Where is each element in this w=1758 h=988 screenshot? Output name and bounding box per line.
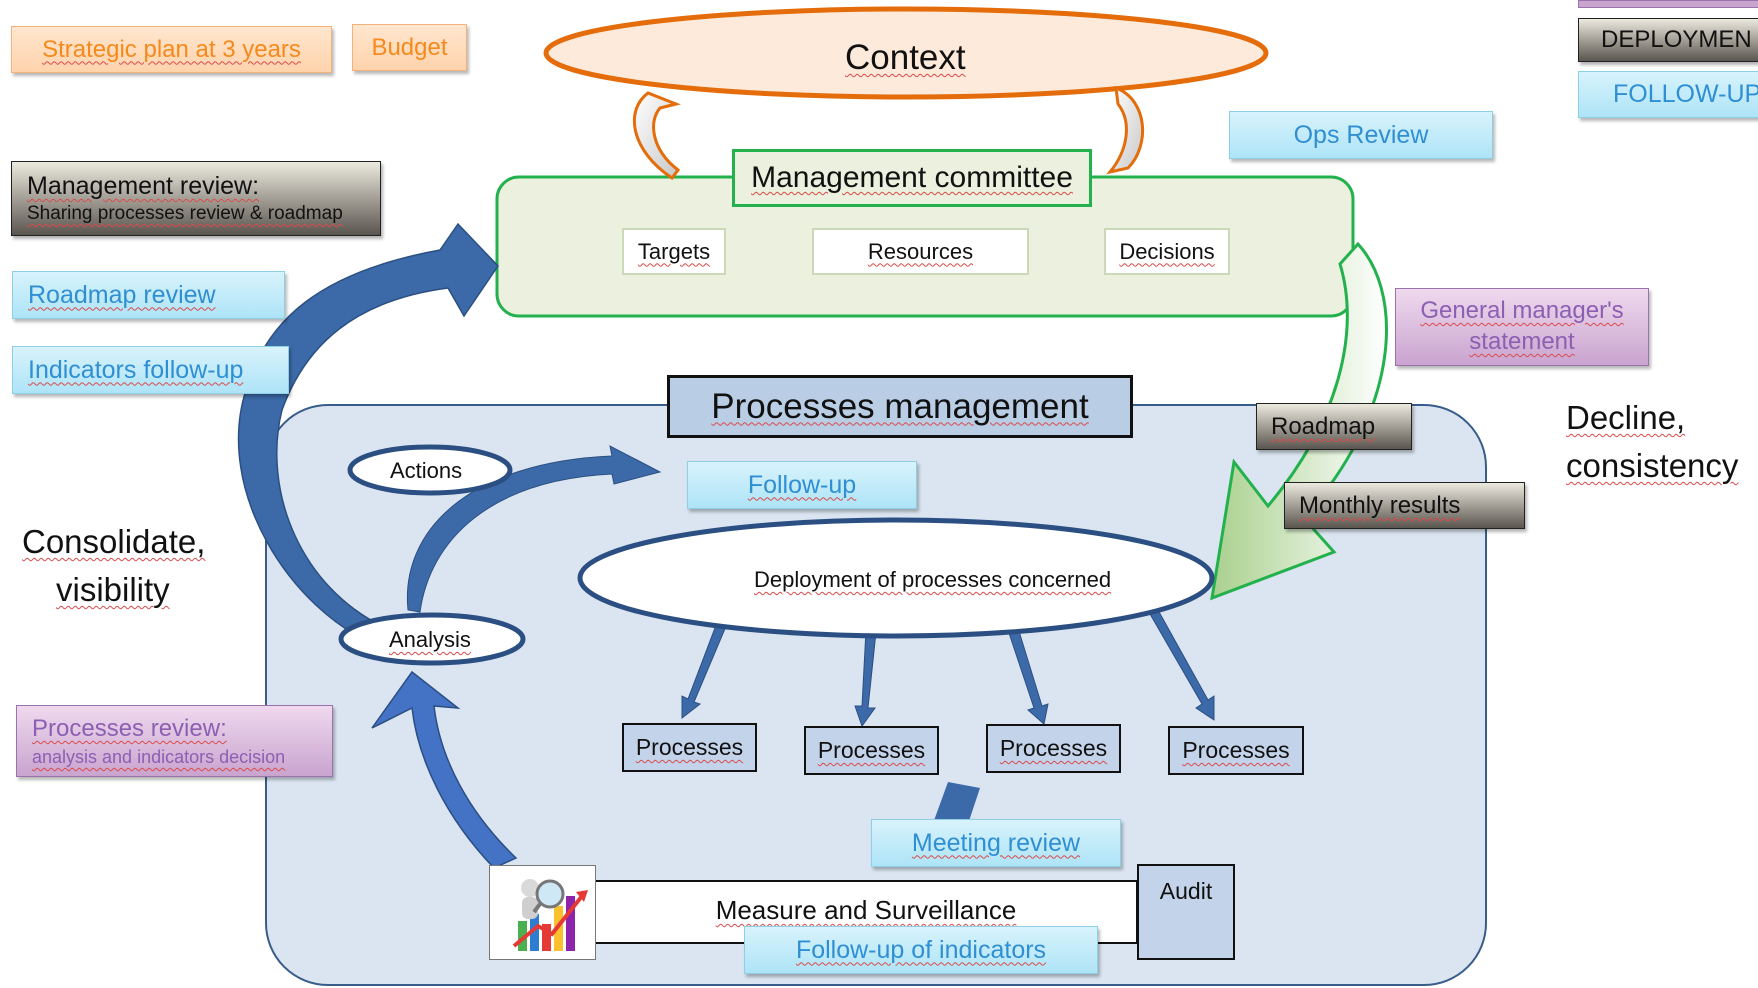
indicators-follow-up-box[interactable]: Indicators follow-up <box>12 346 289 394</box>
deployment-label: Deployment of processes concerned <box>754 567 1111 593</box>
context-label: Context <box>845 38 966 78</box>
general-manager-line1: General manager's <box>1420 297 1624 324</box>
analysis-label: Analysis <box>389 627 471 653</box>
process-label-4: Processes <box>1182 737 1290 763</box>
management-review-box[interactable]: Management review: Sharing processes rev… <box>11 161 381 236</box>
actions-ellipse <box>347 444 513 496</box>
top-right-purple-box <box>1578 0 1758 8</box>
strategic-plan-box[interactable]: Strategic plan at 3 years <box>11 26 332 73</box>
blue-up-arrow <box>237 222 499 647</box>
analysis-to-followup-arrow <box>406 445 662 613</box>
decline-line2: consistency <box>1566 447 1739 484</box>
consolidate-line2: visibility <box>56 571 170 608</box>
analysis-text: Analysis <box>389 627 471 652</box>
deployment-text: Deployment of processes concerned <box>754 567 1112 592</box>
deployment-box-label: DEPLOYMEN <box>1601 26 1752 53</box>
meeting-review-box[interactable]: Meeting review <box>871 819 1121 867</box>
ops-review-box[interactable]: Ops Review <box>1229 111 1493 159</box>
process-box-2[interactable]: Processes <box>804 726 939 775</box>
processes-review-box[interactable]: Processes review: analysis and indicator… <box>16 705 333 777</box>
decisions-label: Decisions <box>1119 238 1215 264</box>
monthly-results-label: Monthly results <box>1299 492 1461 519</box>
audit-label: Audit <box>1159 878 1213 904</box>
actions-label: Actions <box>390 458 462 484</box>
targets-box[interactable]: Targets <box>622 228 726 275</box>
follow-up-label: Follow-up <box>747 470 857 499</box>
consolidate-label: Consolidate, visibility <box>22 518 205 614</box>
strategic-plan-label: Strategic plan at 3 years <box>42 35 301 63</box>
blue-measure-arrow <box>371 670 518 869</box>
deployment-ellipse <box>577 517 1215 639</box>
roadmap-review-box[interactable]: Roadmap review <box>12 271 285 319</box>
processes-management-header: Processes management <box>667 375 1133 438</box>
resources-box[interactable]: Resources <box>812 228 1029 275</box>
roadmap-label: Roadmap <box>1271 413 1376 440</box>
roadmap-box[interactable]: Roadmap <box>1256 403 1412 450</box>
decisions-box[interactable]: Decisions <box>1104 228 1230 275</box>
follow-up-indicators-box[interactable]: Follow-up of indicators <box>744 926 1098 974</box>
audit-box[interactable]: Audit <box>1137 864 1235 960</box>
orange-arrow-left <box>632 91 681 181</box>
measure-label: Measure and Surveillance <box>715 895 1017 925</box>
deployment-box[interactable]: DEPLOYMEN <box>1578 18 1758 62</box>
targets-label: Targets <box>637 238 711 264</box>
processes-management-title: Processes management <box>711 386 1089 426</box>
process-box-4[interactable]: Processes <box>1168 726 1304 775</box>
follow-up-top-label: FOLLOW-UP <box>1613 80 1758 108</box>
actions-text: Actions <box>390 458 463 483</box>
follow-up-indicators-label: Follow-up of indicators <box>795 935 1047 964</box>
decline-label: Decline, consistency <box>1566 394 1738 490</box>
ops-review-label: Ops Review <box>1293 120 1429 149</box>
process-label-2: Processes <box>817 737 926 763</box>
process-box-1[interactable]: Processes <box>622 723 757 772</box>
budget-box[interactable]: Budget <box>352 24 467 71</box>
processes-review-subtitle: analysis and indicators decision <box>32 747 286 767</box>
orange-arrow-right <box>1106 85 1145 175</box>
management-review-title: Management review: <box>27 172 260 200</box>
decline-line1: Decline, <box>1566 399 1686 436</box>
context-ellipse <box>543 6 1269 100</box>
roadmap-review-label: Roadmap review <box>28 280 216 309</box>
processes-review-title: Processes review: <box>32 715 227 742</box>
chart-magnifier-icon <box>489 865 596 960</box>
consolidate-line1: Consolidate, <box>22 523 206 560</box>
process-label-3: Processes <box>999 735 1108 761</box>
process-box-3[interactable]: Processes <box>986 724 1121 773</box>
general-manager-box[interactable]: General manager's statement <box>1395 288 1649 366</box>
budget-label: Budget <box>371 33 448 61</box>
follow-up-top-box[interactable]: FOLLOW-UP <box>1578 71 1758 118</box>
management-committee-title: Management committee <box>751 161 1073 194</box>
context-text: Context <box>845 38 966 77</box>
processes-to-measure-bar <box>932 782 980 830</box>
resources-label: Resources <box>867 238 974 264</box>
process-label-1: Processes <box>635 734 744 760</box>
meeting-review-label: Meeting review <box>911 828 1081 857</box>
analysis-ellipse <box>338 612 526 666</box>
deployment-arrows <box>681 609 1215 728</box>
indicators-follow-up-label: Indicators follow-up <box>28 355 244 384</box>
management-committee-header: Management committee <box>732 149 1092 207</box>
general-manager-line2: statement <box>1469 328 1575 355</box>
management-review-subtitle: Sharing processes review & roadmap <box>27 203 343 224</box>
follow-up-box[interactable]: Follow-up <box>687 461 917 509</box>
monthly-results-box[interactable]: Monthly results <box>1284 482 1525 529</box>
green-down-arrow <box>1210 241 1388 601</box>
